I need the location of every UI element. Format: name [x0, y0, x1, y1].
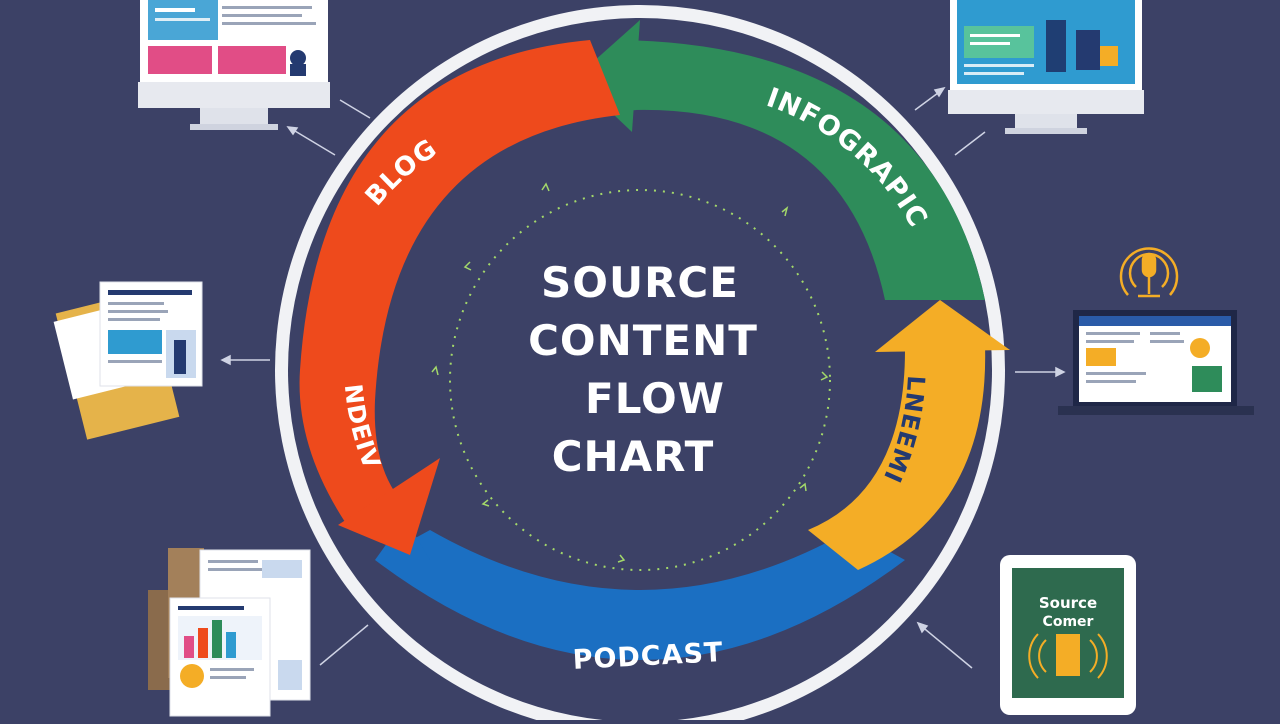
document-stack-icon — [53, 281, 203, 440]
connector-line — [954, 131, 986, 156]
title-line-2: CONTENT — [528, 316, 758, 365]
sparkle-mark — [481, 499, 490, 507]
tablet-cover-line-1: Source — [1039, 594, 1097, 612]
webinar-segment[interactable] — [808, 345, 986, 570]
sparkle-mark — [781, 206, 789, 217]
title-line-1: SOURCE — [541, 258, 739, 307]
connector-arrowhead — [1055, 366, 1066, 378]
sparkle-mark — [799, 482, 807, 492]
infographic-segment[interactable] — [600, 40, 985, 300]
webinar-arrowhead — [875, 300, 1010, 352]
connector-line — [919, 624, 973, 669]
center-disc — [288, 18, 992, 722]
tablet-icon: Source Comer — [1000, 555, 1136, 715]
sparkle-mark — [617, 554, 626, 563]
connector-line — [319, 624, 369, 666]
sparkle-mark — [463, 261, 472, 271]
connector-arrowhead — [286, 126, 299, 136]
papers-icon — [148, 548, 311, 717]
connector-arrowhead — [220, 354, 231, 366]
title-line-4: CHART — [552, 432, 715, 481]
blog-arrowhead — [338, 458, 440, 555]
connector-arrowhead — [916, 621, 929, 634]
desktop-monitor-icon — [138, 0, 330, 130]
monitor-icon — [948, 0, 1144, 134]
connector-line — [289, 127, 336, 156]
laptop-icon — [1058, 310, 1254, 415]
tablet-cover-line-2: Comer — [1043, 614, 1094, 630]
connector-line — [339, 99, 371, 119]
podcast-segment[interactable] — [375, 530, 905, 660]
connector-arrowhead — [933, 86, 946, 98]
blog-video-segment[interactable] — [299, 40, 620, 522]
sparkle-mark — [820, 371, 829, 381]
infographic-arrowhead — [575, 20, 640, 132]
sparkle-mark — [431, 365, 439, 376]
title-line-3: FLOW — [585, 374, 725, 423]
dotted-inner-circle — [449, 189, 831, 571]
sparkle-mark — [541, 182, 550, 192]
microphone-icon — [1119, 247, 1179, 298]
